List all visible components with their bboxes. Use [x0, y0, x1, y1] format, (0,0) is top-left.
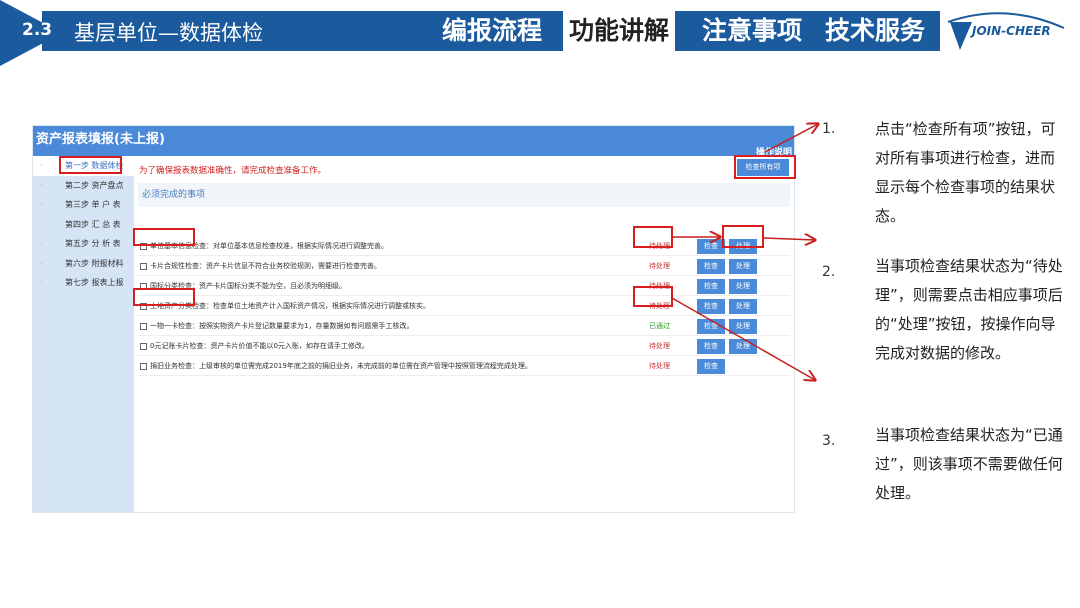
step-2[interactable]: 第二步 资产盘点: [33, 176, 134, 196]
item-text: 土地资产分类检查：检查单位土地资产计入国标资产情况，根据实际情况进行调整或核实。: [150, 302, 430, 310]
table-row: 捐旧业务检查：上级审核的单位需完成2019年底之前的捐旧业务，未完成前的单位需在…: [138, 356, 790, 376]
step-3[interactable]: 第三步 单 户 表: [33, 195, 134, 215]
item-icon: [140, 322, 147, 330]
step-7[interactable]: 第七步 报表上报: [33, 273, 134, 293]
highlight-box: [633, 286, 673, 307]
tab-notes[interactable]: 注意事项: [702, 16, 803, 45]
tab-process[interactable]: 编报流程: [442, 16, 543, 45]
app-screenshot: 资产报表填报(未上报)操作说明 第一步 数据体检 第二步 资产盘点 第三步 单 …: [32, 125, 795, 513]
step-sidebar: 第一步 数据体检 第二步 资产盘点 第三步 单 户 表 第四步 汇 总 表 第五…: [33, 156, 134, 512]
status-badge: 待处理: [649, 262, 670, 270]
status-badge: 待处理: [649, 362, 670, 370]
step-4[interactable]: 第四步 汇 总 表: [33, 215, 134, 235]
check-button[interactable]: 检查: [697, 339, 725, 354]
item-text: 单位基本信息检查：对单位基本信息检查校准，根据实际情况进行调整完善。: [150, 242, 388, 250]
highlight-box: [133, 288, 195, 306]
note-1: 点击“检查所有项”按钮，可对所有事项进行检查，进而显示每个检查事项的结果状态。: [875, 120, 1056, 225]
check-button[interactable]: 检查: [697, 359, 725, 374]
warning-text: 为了确保报表数据准确性，请完成检查准备工作。: [139, 166, 327, 176]
handle-button[interactable]: 处理: [729, 299, 757, 314]
section-header: 必须完成的事项: [138, 183, 790, 207]
item-icon: [140, 262, 147, 270]
handle-button[interactable]: 处理: [729, 319, 757, 334]
handle-button[interactable]: 处理: [729, 259, 757, 274]
item-text: 卡片合规性检查：资产卡片信息不符合业务校验规则，需要进行检查完善。: [150, 262, 381, 270]
note-2: 当事项检查结果状态为“待处理”，则需要点击相应事项后的“处理”按钮，按操作向导完…: [875, 257, 1063, 362]
item-icon: [140, 242, 147, 250]
step-1[interactable]: 第一步 数据体检: [33, 156, 134, 176]
step-5[interactable]: 第五步 分 析 表: [33, 234, 134, 254]
section-number: 2.3: [22, 20, 53, 40]
highlight-box: [633, 226, 673, 248]
item-text: 捐旧业务检查：上级审核的单位需完成2019年底之前的捐旧业务，未完成前的单位需在…: [150, 362, 532, 370]
step-6[interactable]: 第六步 附报材料: [33, 254, 134, 274]
handle-button[interactable]: 处理: [729, 279, 757, 294]
highlight-box: [734, 155, 796, 179]
check-all-button[interactable]: 检查所有项: [737, 159, 789, 176]
check-button[interactable]: 检查: [697, 259, 725, 274]
status-badge: 待处理: [649, 342, 670, 350]
table-row: 一物一卡检查：按照实物资产卡片登记数量要求为1，存量数据如有问题需手工核改。 已通…: [138, 316, 790, 336]
ops-link[interactable]: 操作说明: [755, 148, 792, 158]
check-button[interactable]: 检查: [697, 319, 725, 334]
company-logo: JOIN-CHEER: [946, 8, 1076, 52]
item-icon: [140, 362, 147, 370]
item-text: 0元记账卡片检查：资产卡片价值不能以0元入账，如存在请手工修改。: [150, 342, 369, 350]
highlight-box: [722, 225, 764, 248]
check-button[interactable]: 检查: [697, 299, 725, 314]
page-title: 基层单位—数据体检: [74, 21, 263, 45]
table-row: 卡片合规性检查：资产卡片信息不符合业务校验规则，需要进行检查完善。 待处理 检查处理: [138, 256, 790, 276]
item-icon: [140, 302, 147, 310]
section-chevron-icon: [0, 0, 62, 66]
highlight-box: [133, 228, 195, 246]
item-icon: [140, 342, 147, 350]
header-bar: [42, 11, 940, 51]
highlight-box: [59, 156, 122, 174]
check-button[interactable]: 检查: [697, 279, 725, 294]
app-title-bar: 资产报表填报(未上报)操作说明: [33, 126, 794, 158]
note-3: 当事项检查结果状态为“已通过”，则该事项不需要做任何处理。: [875, 426, 1063, 502]
item-text: 一物一卡检查：按照实物资产卡片登记数量要求为1，存量数据如有问题需手工核改。: [150, 322, 414, 330]
tab-support[interactable]: 技术服务: [825, 16, 926, 45]
status-badge: 已通过: [649, 322, 670, 330]
main-content: 为了确保报表数据准确性，请完成检查准备工作。 检查所有项 必须完成的事项 单位基…: [134, 156, 794, 512]
item-text: 国标分类检查：资产卡片国标分类不能为空，且必须为明细级。: [150, 282, 346, 290]
tab-features[interactable]: 功能讲解: [563, 11, 676, 51]
